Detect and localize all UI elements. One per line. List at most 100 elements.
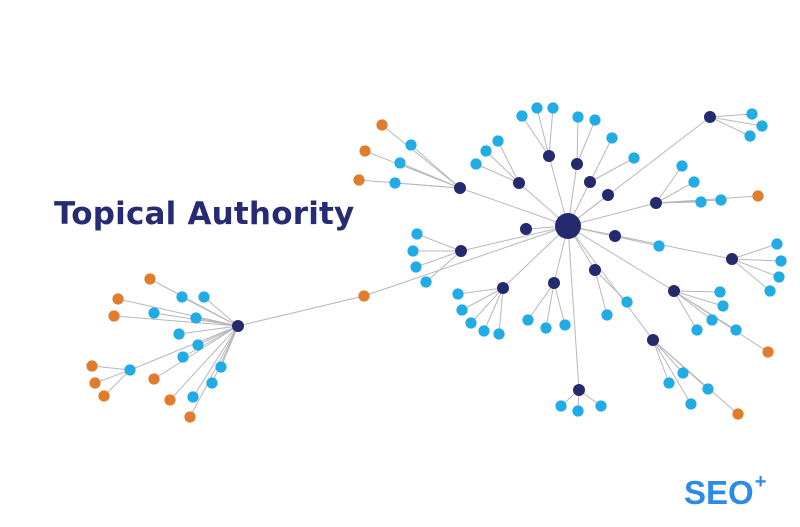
graph-edge bbox=[589, 157, 635, 183]
graph-edge bbox=[460, 225, 569, 252]
graph-edge bbox=[203, 296, 239, 327]
graph-edge bbox=[470, 287, 504, 324]
hub-node bbox=[520, 223, 532, 235]
leaf-node bbox=[559, 319, 571, 331]
graph-edge bbox=[149, 278, 239, 327]
graph-edge bbox=[497, 140, 520, 184]
graph-edge bbox=[363, 225, 569, 297]
leaf-node bbox=[746, 108, 758, 120]
graph-edge bbox=[416, 233, 462, 252]
leaf-node bbox=[407, 245, 419, 257]
outer-node bbox=[98, 390, 110, 402]
outer-node bbox=[108, 310, 120, 322]
graph-edge bbox=[567, 225, 654, 341]
leaf-node bbox=[595, 400, 607, 412]
leaf-node bbox=[677, 367, 689, 379]
outer-node bbox=[762, 346, 774, 358]
graph-edge bbox=[673, 290, 713, 321]
leaf-node bbox=[480, 145, 492, 157]
graph-edge bbox=[709, 116, 763, 127]
leaf-node bbox=[531, 102, 543, 114]
leaf-node bbox=[688, 176, 700, 188]
leaf-node bbox=[628, 152, 640, 164]
edges bbox=[91, 107, 782, 418]
leaf-node bbox=[775, 255, 787, 267]
graph-edge bbox=[117, 298, 239, 327]
graph-edge bbox=[709, 116, 751, 137]
hub-node bbox=[455, 245, 467, 257]
hub-node bbox=[647, 334, 659, 346]
leaf-node bbox=[572, 111, 584, 123]
hub-node bbox=[543, 150, 555, 162]
graph-edge bbox=[655, 165, 683, 204]
leaf-node bbox=[190, 312, 202, 324]
outer-node bbox=[164, 394, 176, 406]
leaf-node bbox=[206, 377, 218, 389]
leaf-node bbox=[187, 391, 199, 403]
hub-node bbox=[704, 111, 716, 123]
graph-edge bbox=[655, 181, 695, 204]
graph-edge bbox=[652, 339, 670, 384]
graph-edge bbox=[192, 325, 239, 398]
leaf-node bbox=[691, 324, 703, 336]
graph-edge bbox=[589, 137, 613, 183]
hub-node bbox=[497, 282, 509, 294]
leaf-node bbox=[456, 304, 468, 316]
graph-edge bbox=[567, 225, 580, 391]
logo-plus-mark: + bbox=[754, 471, 767, 493]
topical-authority-title: Topical Authority bbox=[54, 196, 355, 232]
graph-edge bbox=[594, 269, 628, 303]
graph-edge bbox=[211, 325, 239, 384]
outer-node bbox=[144, 273, 156, 285]
graph-edge bbox=[576, 116, 579, 165]
outer-node bbox=[752, 190, 764, 202]
leaf-node bbox=[177, 351, 189, 363]
outer-node bbox=[376, 119, 388, 131]
outer-node bbox=[86, 360, 98, 372]
hub-node bbox=[548, 277, 560, 289]
outer-node bbox=[89, 377, 101, 389]
graph-edge bbox=[652, 339, 684, 374]
graph-edge bbox=[415, 250, 462, 268]
graph-edge bbox=[381, 124, 461, 189]
leaf-node bbox=[478, 325, 490, 337]
leaf-node bbox=[522, 314, 534, 326]
leaf-node bbox=[410, 261, 422, 273]
outer-node bbox=[358, 290, 370, 302]
graph-edge bbox=[731, 243, 778, 260]
graph-edge bbox=[425, 250, 462, 283]
graph-edge bbox=[498, 287, 504, 335]
graph-edge bbox=[655, 195, 759, 204]
hub-node bbox=[602, 189, 614, 201]
leaf-node bbox=[601, 309, 613, 321]
graph-edge bbox=[113, 315, 239, 327]
leaf-node bbox=[148, 307, 160, 319]
outer-node bbox=[184, 411, 196, 423]
graph-edge bbox=[129, 325, 239, 371]
leaf-node bbox=[176, 291, 188, 303]
leaf-node bbox=[420, 276, 432, 288]
logo-text: SEO bbox=[684, 474, 754, 511]
graph-edge bbox=[731, 258, 782, 262]
graph-edge bbox=[153, 325, 239, 380]
leaf-node bbox=[744, 130, 756, 142]
leaf-node bbox=[394, 157, 406, 169]
leaf-node bbox=[540, 322, 552, 334]
hub-node bbox=[584, 176, 596, 188]
leaf-node bbox=[547, 102, 559, 114]
leaf-node bbox=[771, 238, 783, 250]
leaf-node bbox=[465, 317, 477, 329]
graph-edge bbox=[521, 115, 550, 157]
leaf-node bbox=[124, 364, 136, 376]
leaf-node bbox=[405, 139, 417, 151]
leaf-node bbox=[198, 291, 210, 303]
leaf-node bbox=[470, 158, 482, 170]
graph-edge bbox=[673, 290, 721, 293]
leaf-node bbox=[676, 160, 688, 172]
graph-edge bbox=[673, 290, 769, 353]
leaf-node bbox=[730, 324, 742, 336]
leaf-node bbox=[555, 400, 567, 412]
leaf-node bbox=[589, 114, 601, 126]
leaf-node bbox=[715, 194, 727, 206]
